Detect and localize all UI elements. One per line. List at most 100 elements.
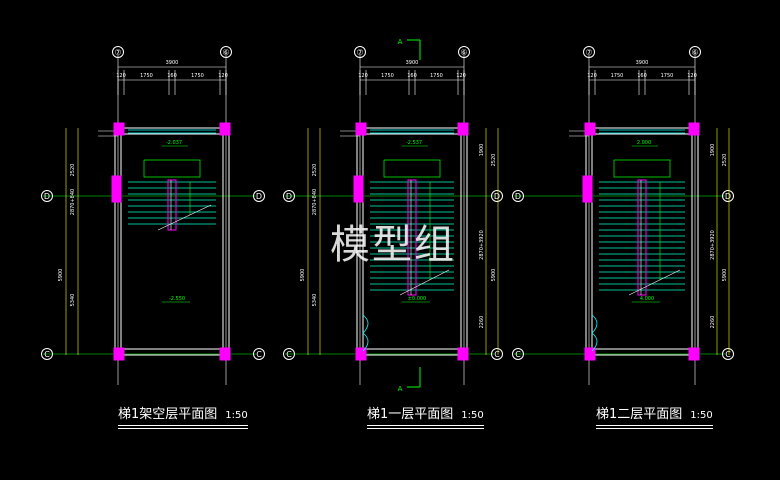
plan2-bubble-D-right-circle — [491, 190, 503, 202]
plan2-dim-part-3: 1750 — [430, 73, 443, 79]
plan1-level-top: -2.037 — [166, 140, 182, 146]
plan2-handrail-well — [407, 179, 417, 296]
plan2-bubble-D-left-label: D — [286, 192, 292, 201]
plan2-dim-right-1: 2520 — [491, 154, 497, 167]
plan3-level-mid: 4.000 — [640, 296, 654, 302]
plan3-bubble-top-right-circle — [689, 46, 701, 58]
plan3-door-swing — [591, 314, 598, 352]
plan1-dim-part-1: 1750 — [140, 73, 153, 79]
plan1-level-mid: -2.550 — [169, 296, 185, 302]
plan-scale-2: 1:50 — [461, 410, 484, 421]
plan-scale-1: 1:50 — [225, 410, 248, 421]
plan1-bubble-C-left-label: C — [44, 350, 50, 359]
plan2-dim-part-4: 120 — [456, 73, 466, 79]
plan1-column-0 — [113, 122, 125, 136]
plan2-dim-left-3: 5900 — [300, 269, 306, 282]
plan3-wall-outer — [585, 127, 699, 356]
plan2-dim-left-0: 2520 — [312, 164, 318, 177]
plan1-wall-outer — [114, 127, 230, 356]
plan3-column-1 — [688, 122, 700, 136]
plan3-landing-outline — [613, 159, 671, 178]
plan3-dim-right-2: 2870+3920 — [710, 230, 716, 260]
plan3-dim-total: 3900 — [636, 60, 649, 66]
plan3-dim-right-0: 1900 — [710, 144, 716, 157]
plan2-dim-left-2: 5340 — [312, 294, 318, 307]
plan1-bubble-top-left-label: ⑦ — [114, 48, 121, 57]
plan1-dim-left-3: 5900 — [58, 269, 64, 282]
plan1-bubble-D-left-label: D — [44, 192, 50, 201]
plan2-landing-outline — [383, 159, 441, 178]
plan1-dim-part-4: 120 — [218, 73, 228, 79]
plan2-bubble-top-left-label: ⑦ — [356, 48, 363, 57]
plan1-landing-outline — [143, 159, 201, 178]
plan2-dim-right-4: 2260 — [479, 316, 485, 329]
plan3-dim-part-1: 1750 — [611, 73, 624, 79]
plan2-column-3 — [457, 347, 469, 361]
plan1-dim-total: 3900 — [166, 60, 179, 66]
plan2-bubble-D-right-label: D — [494, 192, 500, 201]
plan1-wall-inner — [120, 133, 224, 350]
plan3-bubble-D-left-circle — [512, 190, 524, 202]
plan1-column-mid — [111, 175, 122, 203]
plan1-bubble-C-right-circle — [253, 348, 265, 360]
plan3-bubble-C-left-circle — [512, 348, 524, 360]
plan3-wall-inner — [591, 133, 693, 350]
plan2-dim-right-3: 5900 — [491, 269, 497, 282]
plan1-dim-part-3: 1750 — [191, 73, 204, 79]
plan2-bubble-C-right-circle — [491, 348, 503, 360]
plan1-column-3 — [219, 347, 231, 361]
plan2-column-1 — [457, 122, 469, 136]
plan1-break-line — [157, 204, 212, 231]
plan2-wall-outer — [356, 127, 468, 356]
plan3-dim-part-4: 120 — [687, 73, 697, 79]
plan2-column-2 — [355, 347, 367, 361]
plan1-dim-left-1: 2870+840 — [70, 189, 76, 215]
plan2-door-swing — [362, 314, 369, 352]
plan2-bubble-top-left-circle — [354, 46, 366, 58]
plan3-bubble-D-left-label: D — [515, 192, 521, 201]
plan1-column-1 — [219, 122, 231, 136]
plan1-bubble-D-right-label: D — [256, 192, 262, 201]
plan1-bubble-D-left-circle — [41, 190, 53, 202]
plan2-bubble-C-left-circle — [283, 348, 295, 360]
plan3-column-3 — [688, 347, 700, 361]
plan1-bubble-C-left-circle — [41, 348, 53, 360]
plan3-column-2 — [584, 347, 596, 361]
plan2-dim-total: 3900 — [406, 60, 419, 66]
plan-title-2: 梯1一层平面图 1:50 — [367, 403, 484, 429]
plan1-bubble-C-right-label: C — [256, 350, 262, 359]
plan3-dim-part-2: 160 — [637, 73, 647, 79]
plan3-dim-part-0: 120 — [587, 73, 597, 79]
plan1-dim-part-0: 120 — [116, 73, 126, 79]
plan1-column-2 — [113, 347, 125, 361]
plan3-column-mid — [582, 175, 593, 203]
plan3-dim-right-3: 5900 — [722, 269, 728, 282]
plan2-wall-inner — [362, 133, 462, 350]
plan3-break-line — [628, 269, 681, 296]
plan2-dim-part-0: 120 — [358, 73, 368, 79]
plan2-break-line — [399, 269, 450, 296]
plan2-bubble-top-right-label: ⑥ — [460, 48, 467, 57]
plan2-dim-part-2: 160 — [407, 73, 417, 79]
plan2-column-mid — [353, 175, 364, 203]
plan2-level-mid: ±0.000 — [408, 296, 427, 302]
section-marker-top: A — [398, 38, 403, 46]
plan-title-2-text: 梯1一层平面图 — [367, 407, 454, 422]
plan2-dim-right-2: 2870+3920 — [479, 230, 485, 260]
plan3-dim-part-3: 1750 — [661, 73, 674, 79]
plan3-dim-right-4: 2260 — [710, 316, 716, 329]
plan1-bubble-top-left-circle — [112, 46, 124, 58]
plan2-dim-left-1: 2870+840 — [312, 189, 318, 215]
plan-scale-3: 1:50 — [690, 410, 713, 421]
plan2-level-top: -2.537 — [406, 140, 422, 146]
plan3-bubble-top-left-label: ⑦ — [585, 48, 592, 57]
watermark: 模型组 — [330, 222, 456, 268]
section-marker-bottom: A — [398, 385, 403, 393]
plan1-dim-left-0: 2520 — [70, 164, 76, 177]
plan3-bubble-D-right-label: D — [725, 192, 731, 201]
plan3-bubble-C-right-circle — [722, 348, 734, 360]
plan3-column-0 — [584, 122, 596, 136]
plan3-handrail-well — [637, 179, 647, 296]
